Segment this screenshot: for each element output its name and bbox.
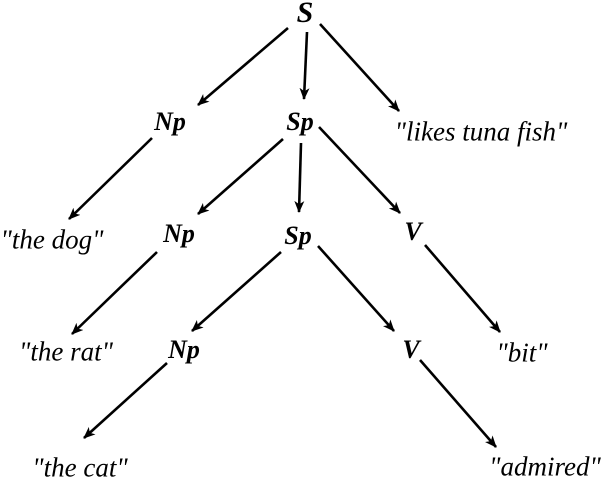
node-np-level3: Np [163,219,195,248]
leaf-the-cat: "the cat" [32,452,128,482]
node-v-level3: V [404,217,422,246]
node-sp-level3: Sp [284,221,312,250]
edge-np4-the-cat [83,362,168,439]
edge-sp2-np3 [197,138,284,215]
edge-np2-the-dog [68,137,153,220]
node-np-level4: Np [168,335,200,364]
edge-s-likes [319,23,400,112]
node-s: S [296,0,314,29]
edge-sp3-np4 [191,251,282,332]
edge-v4-admired [419,359,497,448]
edge-sp2-sp3 [294,142,305,213]
node-np-level2: Np [154,107,186,136]
leaf-bit: "bit" [496,337,548,368]
leaf-likes-tuna-fish: "likes tuna fish" [394,116,568,147]
edge-s-np2 [197,27,289,106]
leaf-the-rat: "the rat" [19,336,113,367]
edge-s-sp2 [299,31,310,100]
leaf-admired: "admired" [489,451,601,482]
edge-v3-bit [424,244,501,333]
edge-np3-the-rat [71,251,158,335]
leaf-the-dog: "the dog" [0,224,104,255]
node-v-level4: V [402,335,420,364]
edge-sp2-v3 [318,126,401,214]
edge-sp3-v4 [317,245,395,332]
node-sp-level2: Sp [286,107,314,136]
